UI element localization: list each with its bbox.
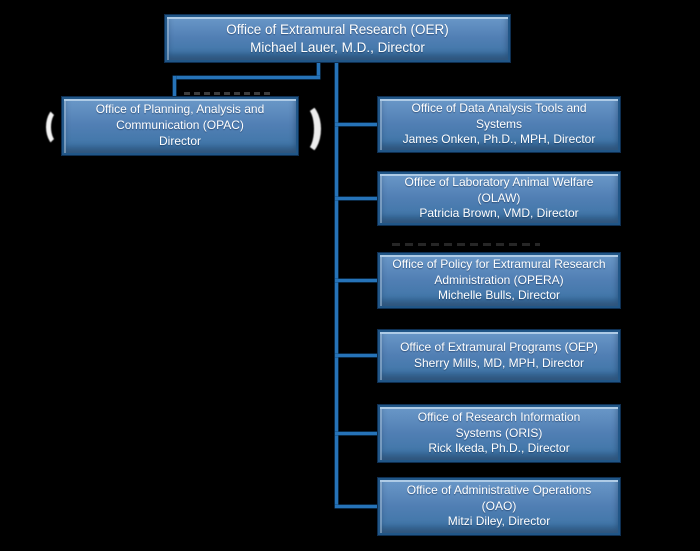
artifact-smudge-above-opera: [392, 243, 540, 246]
connector-branch-oep: [335, 354, 378, 357]
connector-branch-oris: [335, 432, 378, 435]
connector-root-left-stub: [317, 62, 320, 79]
connector-branch-odats: [335, 123, 378, 126]
artifact-underline-above-opac: [187, 96, 283, 97]
org-box-oep: Office of Extramural Programs (OEP) Sher…: [378, 330, 620, 382]
connector-trunk: [335, 62, 338, 508]
org-box-opera: Office of Policy for Extramural Research…: [378, 253, 620, 308]
connector-branch-opera: [335, 279, 378, 282]
artifact-glow-left-of-opac: [46, 107, 71, 147]
connector-branch-olaw: [335, 197, 378, 200]
org-box-oris: Office of Research Information Systems (…: [378, 405, 620, 462]
artifact-smudge-above-opac: [184, 92, 270, 95]
connector-left-horizontal: [173, 76, 320, 79]
org-box-oao: Office of Administrative Operations (OAO…: [378, 478, 620, 535]
org-box-opac: Office of Planning, Analysis and Communi…: [62, 97, 298, 155]
org-box-oer: Office of Extramural Research (OER) Mich…: [165, 15, 510, 62]
connector-opac-drop: [173, 76, 176, 97]
org-box-odats: Office of Data Analysis Tools and System…: [378, 97, 620, 152]
org-box-olaw: Office of Laboratory Animal Welfare (OLA…: [378, 172, 620, 225]
connector-branch-oao: [335, 505, 378, 508]
artifact-glow-right-of-opac: [290, 103, 321, 155]
